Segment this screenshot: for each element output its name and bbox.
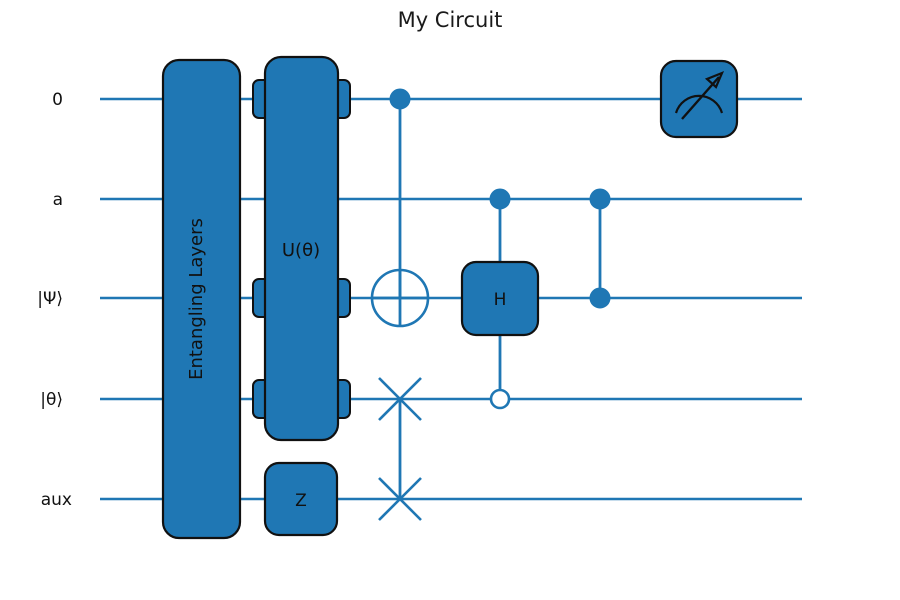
gate-entangling-layers-label: Entangling Layers [186,218,207,380]
gate-cz[interactable] [589,188,611,309]
meter-arrowhead-icon [704,70,725,89]
gate-z-box[interactable] [263,461,339,537]
wire-label-aux: aux [41,490,72,510]
gate-z-label: Z [295,491,307,511]
gate-controlled-h-open-control[interactable] [489,388,511,410]
gate-z[interactable]: Z [263,461,339,537]
gate-entangling-layers-box[interactable] [161,58,242,540]
gate-cnot-control-dot[interactable] [389,88,411,110]
wire-label-theta: |θ⟩ [40,390,63,410]
meter-dial-icon [674,94,724,114]
page-title: My Circuit [398,8,503,32]
gate-controlled-h[interactable]: H [460,188,540,410]
gate-entangling-layers[interactable]: Entangling Layers [161,58,242,540]
wire-label-psi: |Ψ⟩ [37,289,63,309]
gate-h-box[interactable] [460,260,540,337]
gate-swap-x-theta-b[interactable] [378,377,422,421]
gate-measure[interactable] [659,59,739,139]
gate-controlled-h-control-dot[interactable] [489,188,511,210]
gate-u-theta[interactable]: U(θ) [252,55,351,442]
gate-cz-control-dot-psi[interactable] [589,287,611,309]
wire-label-0: 0 [52,90,63,110]
gate-cz-control-dot-a[interactable] [589,188,611,210]
wire-label-a: a [53,190,63,210]
gate-swap-x-aux-b[interactable] [378,477,422,521]
gate-swap[interactable] [378,377,422,521]
gate-cnot[interactable] [370,88,430,328]
gate-u-theta-label: U(θ) [282,240,320,261]
gate-u-theta-box[interactable] [263,55,340,442]
gate-h-label: H [494,290,507,310]
